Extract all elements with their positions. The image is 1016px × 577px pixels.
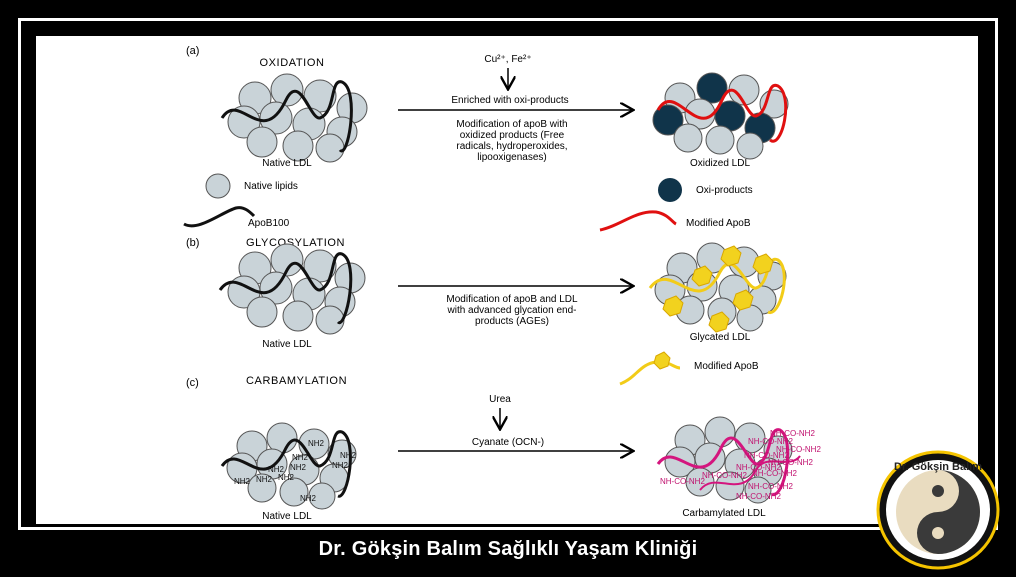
clinic-logo: Dr. Gökşin Balım — [874, 448, 1002, 572]
svg-text:lipooxigenases): lipooxigenases) — [477, 152, 547, 163]
legend-apob100: ApoB100 — [248, 218, 290, 229]
legend-native-lipids: Native lipids — [244, 181, 298, 192]
figure-panel — [36, 36, 978, 524]
apob100-strand-a — [220, 80, 353, 153]
panel-b-label: (b) — [186, 237, 199, 249]
glycated-ldl-caption: Glycated LDL — [690, 332, 751, 343]
panel-c-label: (c) — [186, 377, 199, 389]
svg-text:NH-CO-NH2: NH-CO-NH2 — [768, 458, 813, 467]
modified-apob-red — [656, 83, 788, 143]
nh2-labels: NH2 NH2 NH2 NH2 NH2 NH2 NH2 NH2 NH2 NH2 — [234, 439, 357, 503]
carbamylated-ldl-caption: Carbamylated LDL — [682, 508, 766, 519]
svg-text:NH-CO-NH2: NH-CO-NH2 — [736, 492, 781, 501]
svg-text:NH-CO-NH2: NH-CO-NH2 — [748, 437, 793, 446]
carbamylation-title: CARBAMYLATION — [246, 375, 347, 387]
panel-a-label: (a) — [186, 45, 199, 57]
native-ldl-caption-a: Native LDL — [262, 158, 312, 169]
svg-text:NH2: NH2 — [292, 453, 309, 462]
svg-text:NH-CO-NH2: NH-CO-NH2 — [748, 482, 793, 491]
native-lipid-legend-icon — [205, 173, 231, 199]
footer-clinic-name: Dr. Gökşin Balım Sağlıklı Yaşam Kliniği — [318, 538, 698, 560]
legend-modified-apob-b: Modified ApoB — [694, 361, 759, 372]
apob100-strand-b — [218, 252, 353, 324]
urea-label: Urea — [489, 394, 511, 405]
native-ldl-b — [227, 243, 366, 335]
apob100-strand-c — [220, 430, 352, 498]
native-ldl-caption-b: Native LDL — [262, 339, 312, 350]
svg-text:NH-CO-NH2: NH-CO-NH2 — [744, 451, 789, 460]
svg-text:NH-CO-NH2: NH-CO-NH2 — [770, 429, 815, 438]
svg-text:radicals, hydroperoxides,: radicals, hydroperoxides, — [456, 141, 567, 152]
svg-text:NH2: NH2 — [340, 451, 357, 460]
logo-text: Dr. Gökşin Balım — [894, 461, 982, 473]
svg-text:NH2: NH2 — [278, 473, 295, 482]
modified-apob-yellow-legend-icon — [619, 360, 681, 386]
svg-text:NH2: NH2 — [308, 439, 325, 448]
modified-apob-red-legend-icon — [599, 210, 677, 232]
yin-dot-light — [932, 527, 944, 539]
oxidation-title: OXIDATION — [259, 57, 324, 69]
age-legend-hexagon — [653, 351, 671, 370]
glycosylation-title: GLYCOSYLATION — [246, 237, 345, 249]
svg-text:NH2: NH2 — [290, 463, 307, 472]
modified-apob-magenta — [656, 428, 790, 496]
svg-text:NH2: NH2 — [332, 461, 349, 470]
svg-text:NH2: NH2 — [256, 475, 273, 484]
svg-text:NH-CO-NH2: NH-CO-NH2 — [702, 471, 747, 480]
svg-text:oxidized products (Free: oxidized products (Free — [460, 130, 565, 141]
svg-text:NH-CO-NH2: NH-CO-NH2 — [660, 477, 705, 486]
oxidation-description: Modification of apoB with oxidized produ… — [456, 119, 567, 163]
apob100-legend-icon — [183, 206, 256, 228]
svg-text:NH2: NH2 — [300, 494, 317, 503]
yin-dot-dark — [932, 485, 944, 497]
oxidized-ldl-caption: Oxidized LDL — [690, 158, 750, 169]
glycosylation-description: Modification of apoB and LDL with advanc… — [446, 294, 578, 327]
svg-text:NH-CO-NH2: NH-CO-NH2 — [736, 463, 781, 472]
svg-text:NH-CO-NH2: NH-CO-NH2 — [752, 469, 797, 478]
svg-text:NH2: NH2 — [234, 477, 251, 486]
svg-text:NH2: NH2 — [268, 465, 285, 474]
oxi-products-legend-icon — [658, 178, 682, 202]
age-hexagons — [662, 245, 774, 333]
native-ldl-caption-c: Native LDL — [262, 511, 312, 522]
svg-text:with advanced glycation end-: with advanced glycation end- — [447, 305, 577, 316]
svg-text:NH-CO-NH2: NH-CO-NH2 — [776, 445, 821, 454]
enriched-label: Enriched with oxi-products — [451, 95, 568, 106]
nh-co-nh2-labels: NH-CO-NH2 NH-CO-NH2 NH-CO-NH2 NH-CO-NH2 … — [660, 429, 821, 501]
svg-text:products (AGEs): products (AGEs) — [475, 316, 549, 327]
modified-apob-magenta-2 — [699, 455, 801, 491]
legend-modified-apob-a: Modified ApoB — [686, 218, 751, 229]
legend-oxi-products: Oxi-products — [696, 185, 753, 196]
modified-apob-yellow — [648, 257, 786, 314]
slide-frame — [18, 18, 998, 530]
catalyst-label: Cu²⁺, Fe²⁺ — [484, 54, 531, 65]
oxidized-ldl — [652, 72, 789, 160]
cyanate-label: Cyanate (OCN-) — [472, 437, 544, 448]
svg-text:Modification of apoB and LDL: Modification of apoB and LDL — [446, 294, 578, 305]
svg-text:Modification of apoB with: Modification of apoB with — [456, 119, 567, 130]
